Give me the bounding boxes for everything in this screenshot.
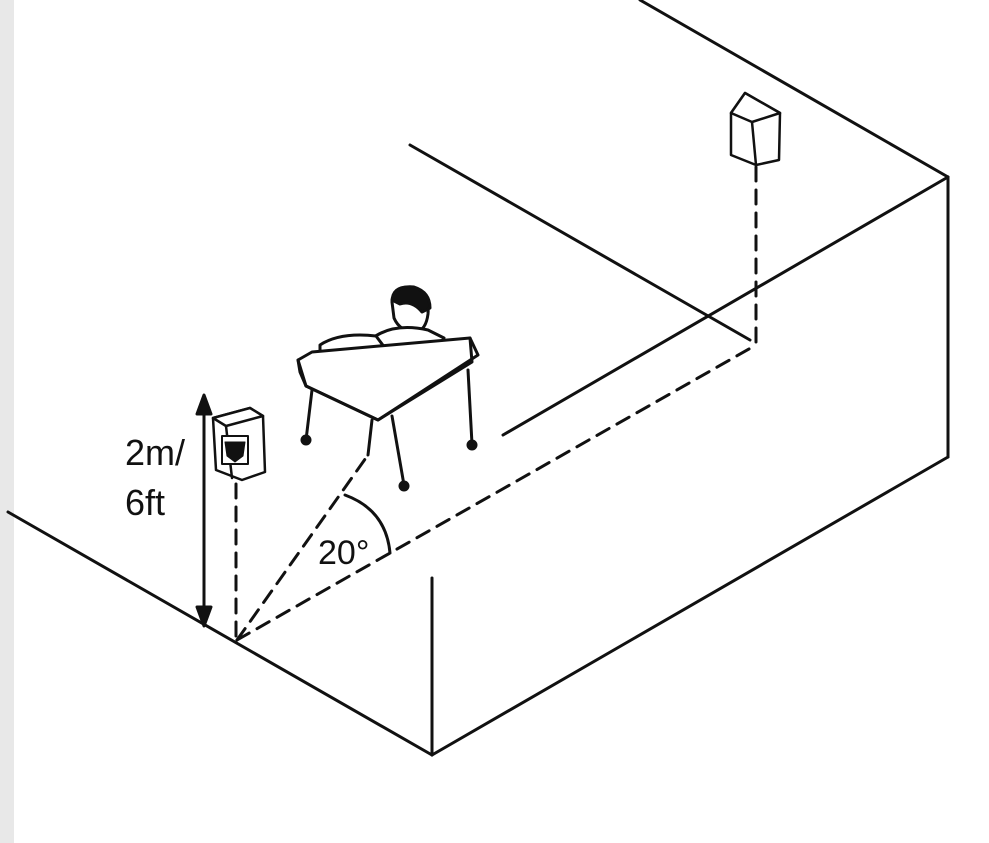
- side-wall-top: [408, 143, 752, 342]
- listener-in-armchair-icon: [296, 285, 480, 492]
- left-margin-strip: [0, 0, 14, 843]
- sight-lines: [234, 165, 758, 642]
- left-wall-base: [6, 510, 434, 757]
- back-wall-top: [638, 0, 950, 179]
- sight-line-to-rear-speaker: [235, 343, 758, 642]
- front-wall-base: [430, 455, 950, 757]
- front-speaker-icon: [211, 406, 267, 482]
- height-metric-label: 2m/: [125, 432, 185, 473]
- room-walls: [6, 0, 950, 757]
- height-imperial-label: 6ft: [125, 482, 165, 523]
- rear-speaker-icon: [729, 91, 782, 167]
- angle-label: 20°: [318, 534, 369, 572]
- arrow-head-top: [195, 393, 213, 416]
- height-dimension: [195, 393, 213, 628]
- angle-arc: [343, 493, 392, 555]
- arrow-head-bottom: [195, 605, 213, 628]
- sight-line-to-chair: [235, 453, 370, 642]
- floor-line: [501, 175, 950, 437]
